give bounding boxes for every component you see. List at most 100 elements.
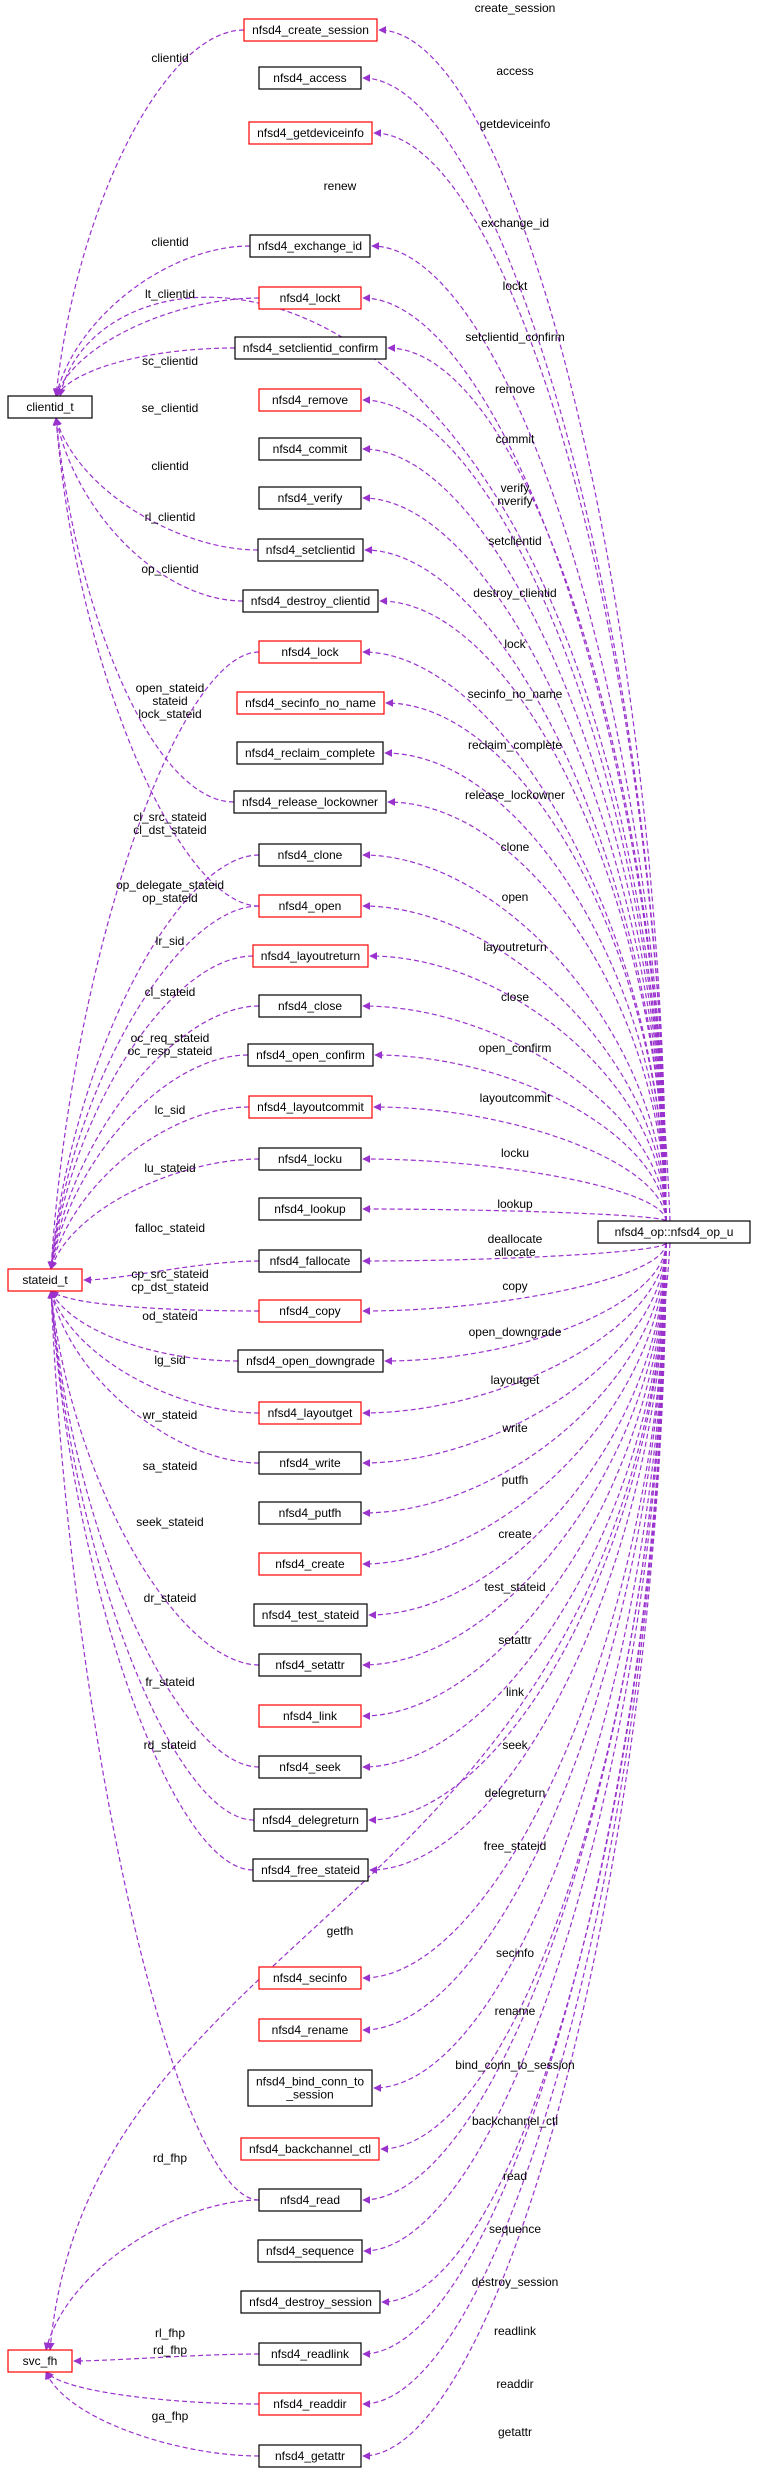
edge-label-access: access — [496, 64, 533, 78]
edge-label-locku: locku — [501, 1146, 529, 1160]
node-getdeviceinfo[interactable]: nfsd4_getdeviceinfo — [248, 121, 373, 145]
node-layoutcommit-label: nfsd4_layoutcommit — [257, 1100, 364, 1114]
node-create-session[interactable]: nfsd4_create_session — [243, 18, 378, 42]
node-exchange-id[interactable]: nfsd4_exchange_id — [249, 234, 371, 258]
edge-label-setattr-stateid_t: sa_stateid — [143, 1459, 198, 1473]
node-read[interactable]: nfsd4_read — [258, 2188, 362, 2212]
node-clone-label: nfsd4_clone — [278, 848, 343, 862]
node-stateid-t[interactable]: stateid_t — [7, 1268, 83, 1292]
node-getattr[interactable]: nfsd4_getattr — [258, 2444, 362, 2468]
edge-label-setattr: setattr — [498, 1633, 531, 1647]
edge-label-copy-stateid_t: cp_src_stateid — [131, 1267, 208, 1281]
node-open-confirm[interactable]: nfsd4_open_confirm — [247, 1043, 374, 1067]
node-remove-label: nfsd4_remove — [272, 393, 348, 407]
node-lockt[interactable]: nfsd4_lockt — [258, 286, 362, 310]
edge-label-fallocate: deallocate — [488, 1232, 543, 1246]
edge-root-to-readlink — [362, 1242, 667, 2358]
edge-label-close-stateid_t: cl_stateid — [145, 985, 196, 999]
node-destroy-clientid[interactable]: nfsd4_destroy_clientid — [242, 589, 379, 613]
edge-label-putfh: putfh — [502, 1473, 529, 1487]
node-layoutget[interactable]: nfsd4_layoutget — [258, 1401, 362, 1425]
edge-label-open-stateid_t: op_delegate_stateid — [116, 878, 224, 892]
node-destroy-session[interactable]: nfsd4_destroy_session — [240, 2290, 381, 2314]
node-open[interactable]: nfsd4_open — [258, 894, 362, 918]
edge-label-open_confirm-stateid_t: oc_req_stateid — [131, 1031, 210, 1045]
edge-root-to-rename — [362, 1242, 667, 2034]
edge-label-setclientid-clientid_t: se_clientid — [142, 401, 199, 415]
node-open-downgrade[interactable]: nfsd4_open_downgrade — [237, 1349, 384, 1373]
node-free-stateid-label: nfsd4_free_stateid — [261, 1863, 360, 1877]
edge-root-to-test_stateid — [368, 1242, 667, 1619]
node-delegreturn[interactable]: nfsd4_delegreturn — [253, 1808, 368, 1832]
node-lookup[interactable]: nfsd4_lookup — [258, 1197, 362, 1221]
node-bind-conn-to-session[interactable]: nfsd4_bind_conn_to_session — [247, 2069, 373, 2107]
node-create-session-label: nfsd4_create_session — [252, 23, 369, 37]
node-secinfo-no-name[interactable]: nfsd4_secinfo_no_name — [236, 691, 385, 715]
node-sequence[interactable]: nfsd4_sequence — [257, 2239, 363, 2263]
edge-label-layoutreturn-stateid_t: lr_sid — [156, 934, 185, 948]
edge-root-to-destroy_clientid — [379, 597, 667, 1222]
node-read-box — [258, 2188, 362, 2212]
node-seek[interactable]: nfsd4_seek — [258, 1755, 362, 1779]
node-sequence-box — [257, 2239, 363, 2263]
edge-label-copy: copy — [502, 1279, 527, 1293]
node-setclientid-confirm[interactable]: nfsd4_setclientid_confirm — [234, 336, 387, 360]
node-setattr[interactable]: nfsd4_setattr — [258, 1653, 362, 1677]
node-rename[interactable]: nfsd4_rename — [258, 2018, 362, 2042]
edge-root-to-setattr — [362, 1242, 667, 1669]
edge-setclientid_confirm-to-clientid_t — [55, 347, 236, 397]
node-link-label: nfsd4_link — [283, 1709, 338, 1723]
node-access[interactable]: nfsd4_access — [258, 66, 362, 90]
node-setclientid[interactable]: nfsd4_setclientid — [257, 538, 364, 562]
node-close[interactable]: nfsd4_close — [258, 994, 362, 1018]
node-test-stateid[interactable]: nfsd4_test_stateid — [253, 1603, 368, 1627]
node-verify-box — [258, 486, 362, 510]
edge-release_lockowner-to-clientid_t — [52, 417, 235, 803]
node-write[interactable]: nfsd4_write — [258, 1451, 362, 1475]
node-root[interactable]: nfsd4_op::nfsd4_op_u — [597, 1220, 751, 1244]
node-clientid-t[interactable]: clientid_t — [7, 395, 93, 419]
edge-root-to-setclientid_confirm — [387, 344, 667, 1222]
node-release-lockowner-box — [233, 790, 387, 814]
edge-label-exchange_id: exchange_id — [481, 216, 549, 230]
node-sequence-label: nfsd4_sequence — [266, 2244, 354, 2258]
node-locku[interactable]: nfsd4_locku — [258, 1147, 362, 1171]
edge-label-lockt-clientid_t: lt_clientid — [145, 287, 195, 301]
node-backchannel-ctl[interactable]: nfsd4_backchannel_ctl — [240, 2137, 380, 2161]
nodes-layer: nfsd4_op::nfsd4_op_uclientid_tstateid_ts… — [7, 18, 751, 2468]
node-fallocate[interactable]: nfsd4_fallocate — [258, 1249, 362, 1273]
edge-layoutcommit-to-stateid_t — [48, 1106, 250, 1270]
edge-root-to-exchange_id — [371, 242, 667, 1222]
node-verify[interactable]: nfsd4_verify — [258, 486, 362, 510]
edge-label-lockt: lockt — [503, 279, 528, 293]
edge-readdir-to-svc_fh — [45, 2371, 260, 2405]
node-layoutreturn[interactable]: nfsd4_layoutreturn — [252, 944, 369, 968]
node-lock[interactable]: nfsd4_lock — [258, 640, 362, 664]
node-clone[interactable]: nfsd4_clone — [258, 843, 362, 867]
node-remove[interactable]: nfsd4_remove — [258, 388, 362, 412]
edge-root-to-open — [362, 902, 667, 1222]
edge-root-to-layoutreturn — [369, 952, 667, 1222]
node-commit[interactable]: nfsd4_commit — [258, 437, 362, 461]
node-close-label: nfsd4_close — [278, 999, 342, 1013]
node-putfh[interactable]: nfsd4_putfh — [258, 1501, 362, 1525]
node-readdir[interactable]: nfsd4_readdir — [258, 2392, 362, 2416]
node-free-stateid[interactable]: nfsd4_free_stateid — [252, 1858, 369, 1882]
node-copy[interactable]: nfsd4_copy — [258, 1299, 362, 1323]
edge-label-seek-stateid_t: seek_stateid — [136, 1515, 203, 1529]
node-release-lockowner[interactable]: nfsd4_release_lockowner — [233, 790, 387, 814]
node-link[interactable]: nfsd4_link — [258, 1704, 362, 1728]
node-create[interactable]: nfsd4_create — [258, 1552, 362, 1576]
node-exchange-id-label: nfsd4_exchange_id — [258, 239, 362, 253]
node-reclaim-complete[interactable]: nfsd4_reclaim_complete — [236, 741, 384, 765]
node-secinfo[interactable]: nfsd4_secinfo — [258, 1966, 362, 1990]
edge-label-renew: renew — [324, 179, 357, 193]
node-link-box — [258, 1704, 362, 1728]
node-rename-label: nfsd4_rename — [272, 2023, 349, 2037]
node-readlink[interactable]: nfsd4_readlink — [258, 2342, 362, 2366]
edge-label-setclientid_confirm-clientid_t: sc_clientid — [142, 354, 198, 368]
node-layoutcommit[interactable]: nfsd4_layoutcommit — [248, 1095, 373, 1119]
node-svc-fh[interactable]: svc_fh — [7, 2349, 73, 2373]
edge-label-destroy_session: destroy_session — [472, 2275, 559, 2289]
edge-label-close: close — [501, 990, 529, 1004]
